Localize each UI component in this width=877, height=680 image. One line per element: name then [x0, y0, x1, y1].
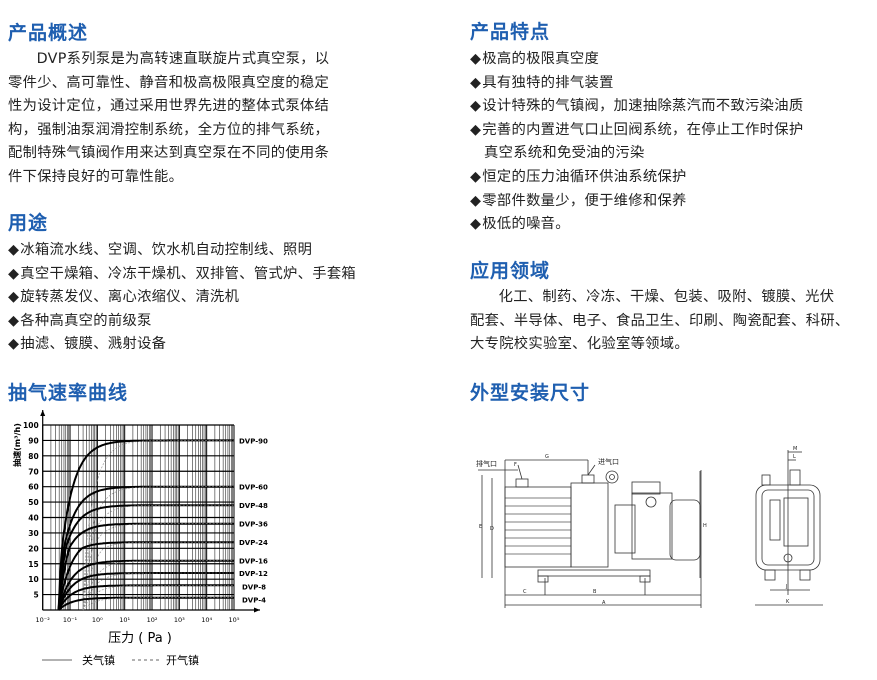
series-ballast-curve-dvp-12 — [82, 572, 234, 611]
feature-item: 设计特殊的气镇阀，加速抽除蒸汽而不致污染油质 — [470, 95, 875, 119]
dim-B: B — [593, 589, 597, 595]
applications-line: 化工、制药、冷冻、干燥、包装、吸附、镀膜、光伏 — [498, 289, 835, 305]
series-ballast-curve-dvp-8 — [82, 585, 234, 611]
series-label: DVP-16 — [239, 558, 268, 566]
y-tick-label: 15 — [28, 560, 38, 569]
y-tick-label: 20 — [28, 544, 38, 553]
overview-line: 件下保持良好的可靠性能。 — [8, 168, 184, 185]
overview-text: DVP系列泵是为高转速直联旋片式真空泵，以 零件少、高可靠性、静音和极高极限真空… — [8, 48, 368, 190]
dim-K: K — [786, 599, 790, 605]
x-axis-arrow — [254, 607, 260, 613]
series-label: DVP-36 — [239, 521, 268, 529]
dim-J: J — [785, 584, 787, 590]
x-tick-label: 10⁻² — [36, 616, 51, 624]
x-tick-label: 10⁰ — [92, 616, 103, 624]
usage-item: 各种高真空的前级泵 — [8, 310, 388, 334]
overview-line: DVP系列泵是为高转速直联旋片式真空泵，以 — [36, 51, 330, 67]
y-tick-label: 50 — [28, 498, 38, 507]
feature-item: 具有独特的排气装置 — [470, 72, 875, 96]
usage-heading: 用途 — [8, 212, 49, 234]
pumping-speed-chart: 5 10 15 20 30 40 50 60 70 80 90 100 10⁻² 10⁻¹ 10⁰ 10¹ 10… — [12, 410, 268, 667]
series-curve-dvp-16 — [57, 559, 234, 611]
chart-grid — [40, 410, 260, 613]
dim-L: L — [793, 454, 796, 460]
dim-F: F — [514, 462, 517, 468]
y-tick-label: 10 — [28, 575, 38, 584]
series-ballast-curve-dvp-16 — [82, 560, 234, 611]
y-tick-label: 80 — [28, 452, 38, 461]
y-axis-label: 抽速(m³/h) — [12, 423, 22, 467]
overview-heading: 产品概述 — [8, 22, 89, 44]
usage-list: 冰箱流水线、空调、饮水机自动控制线、照明 真空干燥箱、冷冻干燥机、双排管、管式炉… — [8, 239, 388, 357]
y-tick-label: 90 — [28, 436, 38, 445]
series-label: DVP-8 — [242, 583, 266, 591]
features-heading: 产品特点 — [470, 21, 551, 43]
x-tick-label: 10¹ — [119, 616, 130, 624]
dim-E: E — [479, 524, 482, 530]
series-ballast-curve-dvp-48 — [82, 504, 234, 611]
feature-item-continued: 真空系统和免受油的污染 — [484, 145, 645, 162]
x-tick-label: 10⁻¹ — [63, 616, 78, 624]
usage-item: 抽滤、镀膜、溅射设备 — [8, 333, 388, 357]
y-tick-label: 100 — [23, 421, 39, 430]
overview-line: 配制特殊气镇阀作用来达到真空泵在不同的使用条 — [8, 145, 330, 162]
series-ballast-curve-dvp-4 — [82, 597, 234, 611]
legend-label-closed: 关气镇 — [82, 653, 115, 667]
series-ballast-curve-dvp-36 — [82, 523, 234, 611]
series-curve-dvp-36 — [57, 522, 234, 611]
chart-curves — [57, 439, 234, 611]
series-label: DVP-48 — [239, 502, 268, 510]
y-tick-label: 70 — [28, 467, 38, 476]
feature-item: 恒定的压力油循环供油系统保护 — [470, 166, 875, 190]
features-list: 极高的极限真空度 具有独特的排气装置 设计特殊的气镇阀，加速抽除蒸汽而不致污染油… — [470, 48, 875, 237]
x-tick-label: 10³ — [174, 616, 185, 624]
dim-M: M — [793, 446, 797, 452]
usage-item: 冰箱流水线、空调、饮水机自动控制线、照明 — [8, 239, 388, 263]
x-tick-label: 10² — [147, 616, 158, 624]
feature-item: 完善的内置进气口止回阀系统，在停止工作时保护 — [470, 119, 875, 143]
applications-text: 化工、制药、冷冻、干燥、包装、吸附、镀膜、光伏 配套、半导体、电子、食品卫生、印… — [470, 286, 877, 357]
series-label: DVP-90 — [239, 437, 268, 445]
front-view-drawing — [755, 450, 823, 606]
overview-line: 构，强制油泵润滑控制系统，全方位的排气系统， — [8, 121, 330, 138]
feature-item: 极高的极限真空度 — [470, 48, 875, 72]
overview-line: 零件少、高可靠性、静音和极高极限真空度的稳定 — [8, 74, 330, 91]
series-label: DVP-12 — [239, 570, 268, 578]
inlet-port-label: 进气口 — [598, 457, 619, 466]
feature-item: 极低的噪音。 — [470, 213, 875, 237]
series-ballast-curve-dvp-24 — [82, 541, 234, 611]
applications-line: 大专院校实验室、化验室等领域。 — [470, 336, 689, 353]
curve-heading: 抽气速率曲线 — [8, 382, 129, 404]
x-tick-label: 10⁴ — [201, 616, 212, 624]
dimension-drawing: 排气口 进气口 A B C D E F G H J K L M — [476, 446, 823, 608]
dim-D: D — [490, 526, 494, 532]
dim-A: A — [602, 600, 606, 606]
side-view-drawing — [478, 459, 702, 608]
y-tick-label: 60 — [28, 483, 38, 492]
chart-labels: 5 10 15 20 30 40 50 60 70 80 90 100 10⁻² 10⁻¹ 10⁰ 10¹ 10… — [23, 421, 268, 624]
series-label: DVP-60 — [239, 484, 268, 492]
series-label: DVP-24 — [239, 539, 268, 547]
usage-item: 旋转蒸发仪、离心浓缩仪、清洗机 — [8, 286, 388, 310]
exhaust-port-label: 排气口 — [476, 459, 497, 468]
x-tick-label: 10⁵ — [229, 616, 240, 624]
dimensions-heading: 外型安装尺寸 — [470, 382, 591, 404]
y-tick-label: 40 — [28, 514, 38, 523]
legend-label-open: 开气镇 — [166, 653, 199, 667]
y-axis-arrow — [40, 410, 46, 416]
y-tick-label: 30 — [28, 529, 38, 538]
applications-line: 配套、半导体、电子、食品卫生、印刷、陶瓷配套、科研、 — [470, 312, 850, 329]
x-axis-label: 压力 ( Pa ) — [108, 631, 172, 646]
dim-H: H — [703, 523, 707, 529]
series-ballast-curve-dvp-90 — [82, 440, 234, 611]
series-label: DVP-4 — [242, 597, 266, 605]
feature-item: 零部件数量少，便于维修和保养 — [470, 190, 875, 214]
applications-heading: 应用领域 — [470, 260, 551, 282]
usage-item: 真空干燥箱、冷冻干燥机、双排管、管式炉、手套箱 — [8, 263, 388, 287]
dim-G: G — [545, 454, 549, 460]
series-curve-dvp-90 — [57, 439, 234, 611]
dim-C: C — [523, 589, 527, 595]
y-tick-label: 5 — [33, 591, 38, 600]
overview-line: 性为设计定位，通过采用世界先进的整体式泵体结 — [8, 98, 330, 115]
